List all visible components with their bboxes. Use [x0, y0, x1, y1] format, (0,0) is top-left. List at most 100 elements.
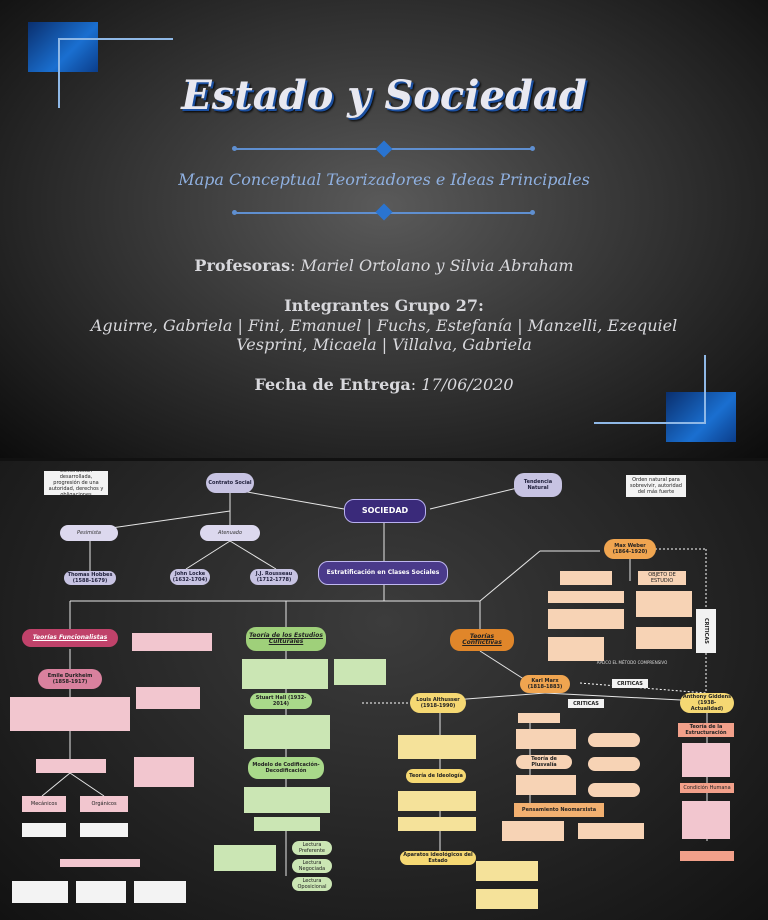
profesoras-value: Mariel Ortolano y Silvia Abraham	[300, 256, 574, 275]
organicos-node: Orgánicos	[80, 796, 128, 812]
hobbes-node: Thomas Hobbes (1588-1679)	[64, 571, 116, 585]
criticas-label-2: CRITICAS	[568, 699, 604, 708]
giddens-node: Anthony Giddens (1938- Actualidad)	[680, 693, 734, 713]
pensamiento-node: Pensamiento Neomarxista	[514, 803, 604, 817]
bottom-left-box-1	[12, 881, 68, 903]
marx-subnode-1	[518, 713, 560, 723]
connector	[544, 692, 701, 702]
dot-icon	[232, 210, 237, 215]
organicos-detail	[80, 823, 128, 837]
dot-icon	[232, 146, 237, 151]
weber-node: Max Weber (1864-1920)	[604, 539, 656, 559]
althusser-note-2	[398, 791, 476, 811]
integrantes-line2: Vesprini, Micaela | Villalva, Gabriela	[236, 335, 532, 354]
metodo-comprensivo-label: APLICO EL MÉTODO COMPRENSIVO	[596, 660, 668, 665]
accent-line	[58, 38, 60, 108]
marx-pill-1	[588, 733, 640, 747]
pesimista-node: Pesimista	[60, 525, 118, 541]
marx-pill-3	[588, 783, 640, 797]
lectura-pref-node: Lectura Preferente	[292, 841, 332, 855]
locke-node: John Locke (1632-1704)	[170, 569, 210, 585]
althusser-note-1	[398, 735, 476, 759]
lectura-opo-node: Lectura Oposicional	[292, 877, 332, 891]
weber-note-6	[636, 627, 692, 649]
condicion-humana-node: Condición Humana	[680, 783, 734, 793]
durkheim-note-right	[136, 687, 200, 709]
giddens-note-2	[682, 801, 730, 839]
funcion-box	[36, 759, 106, 773]
funcionalistas-note	[132, 633, 212, 651]
page-title: Estado y Sociedad	[181, 72, 587, 119]
dot-icon	[530, 146, 535, 151]
conflictivas-node: Teorías Conflictivas	[450, 629, 514, 651]
teoria-plusvalia-node: Teoría de Plusvalía	[516, 755, 572, 769]
modelo-sub-note	[254, 817, 320, 831]
profesoras-label: Profesoras	[194, 256, 291, 275]
profesoras-line: Profesoras: Mariel Ortolano y Silvia Abr…	[0, 256, 768, 275]
aparatos-node: Aparatos ideológicos del Estado	[400, 851, 476, 865]
weber-note-4	[636, 591, 692, 617]
teoria-ideologia-node: Teoría de Ideología	[406, 769, 466, 783]
bottom-left-box-3	[134, 881, 186, 903]
estudios-note-right	[334, 659, 386, 685]
objeto-estudio-node: OBJETO DE ESTUDIO	[638, 571, 686, 585]
connector	[479, 550, 541, 602]
connector	[41, 772, 71, 797]
weber-note-2	[548, 591, 624, 603]
integrantes-line1: Aguirre, Gabriela | Fini, Emanuel | Fuch…	[90, 316, 678, 335]
criticas-vertical-label: CRITICAS	[696, 609, 716, 653]
marx-pill-2	[588, 757, 640, 771]
althusser-note-5	[476, 889, 538, 909]
stuart-hall-note	[244, 715, 330, 749]
mecanicos-node: Mecánicos	[22, 796, 66, 812]
althusser-note-3	[398, 817, 476, 831]
connector	[185, 540, 231, 570]
accent-line	[58, 38, 173, 40]
stuart-hall-node: Stuart Hall (1932-2014)	[250, 693, 312, 709]
accent-line	[594, 422, 706, 424]
concept-map: Construcción desarrollada, progresión de…	[0, 461, 768, 920]
althusser-note-4	[476, 861, 538, 881]
connector	[229, 488, 345, 510]
weber-note-1	[560, 571, 612, 585]
cover-slide: Estado y Sociedad Mapa Conceptual Teoriz…	[0, 0, 768, 458]
lectura-neg-node: Lectura Negociada	[292, 859, 332, 873]
tendencia-natural-node: Tendencia Natural	[514, 473, 562, 497]
accent-line	[704, 355, 706, 424]
integrantes-heading: Integrantes Grupo 27:	[0, 296, 768, 315]
connector	[229, 540, 277, 570]
teoria-estructuracion-node: Teoría de la Estructuración	[678, 723, 734, 737]
weber-note-3	[548, 609, 624, 629]
blue-square-top-left	[28, 22, 98, 72]
marx-node: Karl Marx (1818-1883)	[520, 675, 570, 693]
giddens-bottom-node	[680, 851, 734, 861]
estratificacion-node: Estratificación en Clases Sociales	[318, 561, 448, 585]
funcionalistas-node: Teorías Funcionalistas	[22, 629, 118, 647]
atenuado-node: Atenuado	[200, 525, 260, 541]
colon: :	[290, 256, 301, 275]
dot-icon	[530, 210, 535, 215]
diamond-icon	[375, 140, 393, 158]
tendencia-note: Orden natural para sobrevivir, autoridad…	[626, 475, 686, 497]
integrantes-label: Integrantes Grupo 27:	[284, 296, 484, 315]
diamond-icon	[375, 203, 393, 221]
weber-note-5	[548, 637, 604, 661]
durkheim-note-left	[10, 697, 130, 731]
modelo-node: Modelo de Codificación-Decodificación	[248, 757, 324, 779]
estudios-bottom-note	[214, 845, 276, 871]
durkheim-node: Emile Durkheim (1858-1917)	[38, 669, 102, 689]
fecha-value: 17/06/2020	[421, 375, 514, 394]
criticas-label: CRITICAS	[612, 679, 648, 688]
durkheim-side-note	[134, 757, 194, 787]
althusser-node: Louis Althusser (1918-1990)	[410, 693, 466, 713]
bottom-left-box-2	[76, 881, 126, 903]
contrato-note: Construcción desarrollada, progresión de…	[44, 471, 108, 495]
fecha-label: Fecha de Entrega	[254, 375, 411, 394]
estudios-culturales-node: Teoría de los Estudios Culturales	[246, 627, 326, 651]
modelo-note	[244, 787, 330, 813]
marx-note-4	[578, 823, 644, 839]
mecanicos-detail	[22, 823, 66, 837]
subtitle: Mapa Conceptual Teorizadores e Ideas Pri…	[178, 170, 590, 189]
marx-note-1	[516, 729, 576, 749]
colon: :	[410, 375, 422, 394]
